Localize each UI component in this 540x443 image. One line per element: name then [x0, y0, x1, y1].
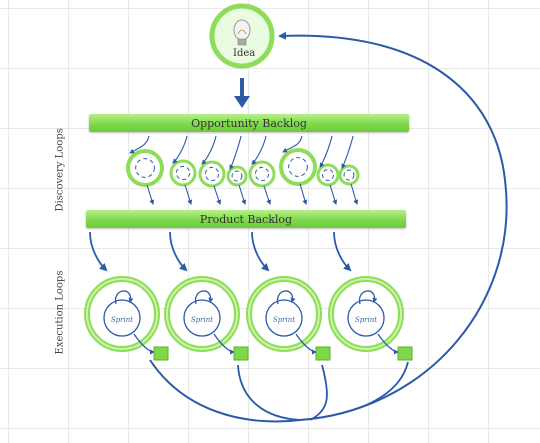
- idea-arrowhead: [234, 96, 250, 108]
- sprint-label: Sprint: [355, 316, 377, 324]
- deliverable-square: [153, 346, 169, 361]
- execution-in-arrow: [333, 231, 352, 272]
- execution-loops: Sprint Sprint Sprint Sprint: [84, 276, 413, 361]
- sprint-label: Sprint: [191, 316, 213, 324]
- discovery-in-arrow: [201, 135, 217, 165]
- execution-loop: Sprint: [246, 276, 331, 361]
- discovery-loop: [226, 135, 248, 205]
- deliverable-square: [315, 346, 331, 361]
- output-arrow-2: [237, 364, 301, 421]
- execution-loop: Sprint: [164, 276, 249, 361]
- output-arrow-4: [299, 361, 409, 421]
- execution-in-arrow: [89, 231, 108, 272]
- deliverable-square: [233, 346, 249, 361]
- discovery-loop: [316, 135, 340, 205]
- sprint-label: Sprint: [273, 316, 295, 324]
- discovery-in-arrow: [282, 135, 303, 153]
- execution-loop: Sprint: [84, 276, 169, 361]
- discovery-loop: [198, 135, 226, 205]
- execution-in-arrow: [251, 231, 270, 272]
- discovery-in-arrow: [251, 135, 267, 165]
- discovery-in-arrow: [172, 135, 188, 164]
- product-backlog-label: Product Backlog: [199, 212, 293, 226]
- execution-in-arrow: [169, 231, 188, 272]
- discovery-out-arrow: [146, 184, 155, 205]
- discovery-out-arrow: [184, 184, 193, 205]
- output-arrow-3: [309, 364, 328, 421]
- discovery-loop: [338, 135, 360, 205]
- discovery-loops-label: Discovery Loops: [54, 128, 66, 212]
- discovery-in-arrow: [341, 135, 354, 169]
- discovery-loop: [248, 135, 276, 205]
- lightbulb-icon: [233, 19, 251, 46]
- discovery-out-arrow: [299, 183, 308, 205]
- opportunity-backlog-label: Opportunity Backlog: [191, 116, 307, 130]
- discovery-loop: [126, 135, 164, 205]
- execution-loop: Sprint: [328, 276, 413, 361]
- deliverable-square: [397, 346, 413, 361]
- discovery-in-arrow: [229, 135, 242, 170]
- discovery-out-arrow: [213, 185, 222, 205]
- discovery-out-arrow: [350, 183, 359, 205]
- sprint-label: Sprint: [111, 316, 133, 324]
- discovery-loops: [126, 135, 360, 205]
- execution-loops-label: Execution Loops: [54, 270, 66, 355]
- discovery-loop: [279, 135, 317, 205]
- opportunity-backlog-bar: Opportunity Backlog: [89, 114, 409, 132]
- discovery-in-arrow: [129, 135, 150, 154]
- feedback-loop-arrow: [149, 31, 508, 423]
- idea-label: Idea: [233, 48, 256, 59]
- discovery-out-arrow: [329, 184, 338, 205]
- execution-input-arrows: [89, 231, 352, 272]
- discovery-loop: [169, 135, 197, 205]
- discovery-out-arrow: [238, 184, 247, 205]
- discovery-in-arrow: [319, 135, 333, 168]
- discovery-out-arrow: [263, 185, 272, 205]
- product-backlog-bar: Product Backlog: [86, 210, 406, 228]
